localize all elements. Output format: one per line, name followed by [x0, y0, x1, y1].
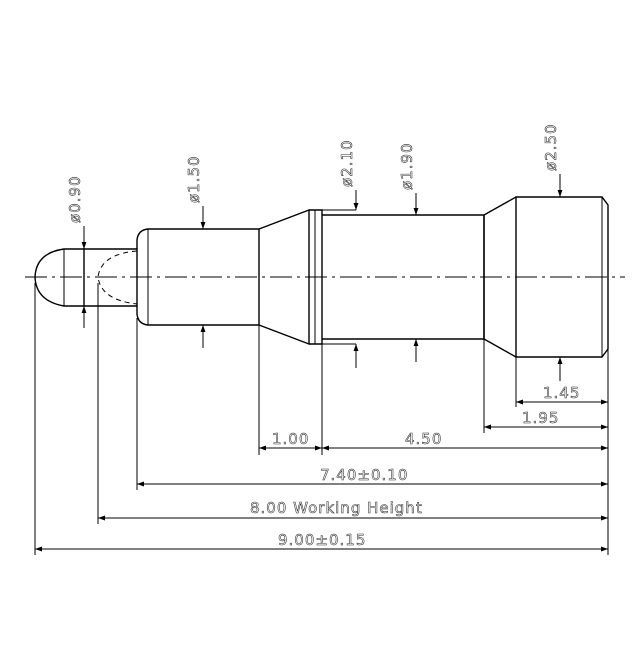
dim-d210-label: ø2.10 [338, 139, 356, 187]
taper-section [258, 208, 310, 346]
dim-195-label: 1.95 [522, 409, 559, 427]
dim-d090-label: ø0.90 [66, 175, 84, 223]
dim-d250-label: ø2.50 [542, 123, 560, 171]
dim-800-label: 8.00 Working Height [250, 499, 423, 517]
dim-145-label: 1.45 [543, 384, 580, 402]
extension-lines [34, 283, 609, 555]
hidden-edge [97, 250, 138, 305]
head-taper [483, 196, 517, 358]
dim-d150-label: ø1.50 [185, 155, 203, 203]
dimension-lines [35, 399, 608, 552]
dim-d190-label: ø1.90 [398, 142, 416, 190]
pin-outline [34, 196, 609, 358]
dim-900-label: 9.00±0.15 [278, 531, 366, 549]
dim-100-label: 1.00 [272, 430, 309, 448]
dim-450-label: 4.50 [405, 430, 442, 448]
dim-740-label: 7.40±0.10 [320, 466, 408, 484]
plunger-section [136, 228, 260, 326]
diameter-leaders [81, 174, 563, 381]
neck-section [84, 248, 138, 307]
